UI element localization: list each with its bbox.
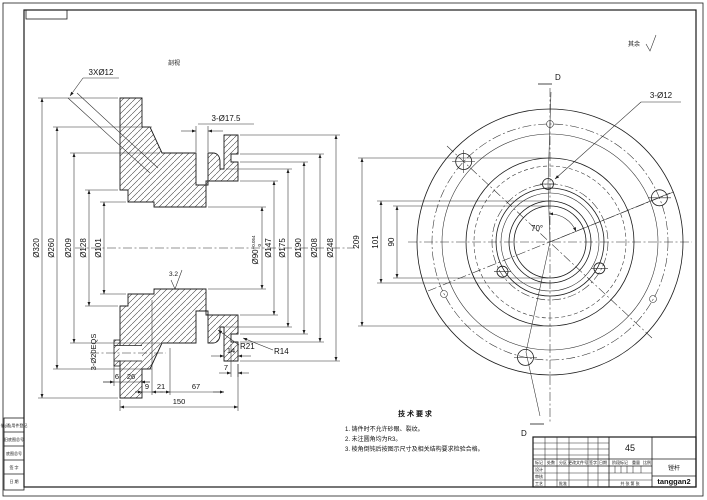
view-label: 剖视 [168,59,180,67]
section-label-top: D [555,73,561,82]
dim-90: 90 [387,237,396,246]
roughness-icon [170,269,183,290]
dim-label-3x12: 3XØ12 [89,68,114,77]
dim-r14: R14 [274,347,289,356]
part-name: 镗杆 [668,464,680,472]
dim-67: 67 [192,382,200,391]
margin-row-label: 签 字 [9,464,18,470]
margin-row-label: 借(通)用件登记 [1,422,28,428]
title-block: 标记 处数 分区 更改文件号 签字 日期 设计 审核 工艺 批准 45 阶段标记… [532,436,697,488]
leader-3-12: 3-Ø12 [554,91,681,180]
technical-notes: 技 术 要 求 1. 铸件时不允许砂眼、裂纹。 2. 未注圆角均为R3。 3. … [345,409,484,453]
d90-base: Ø90 [251,249,260,265]
large-bolt-holes [452,150,671,366]
bottom-dims: 6 26 9 21 67 14 7 [103,300,251,411]
roughness-value: 3.2 [169,271,178,278]
tb-s3: 比例 [643,459,651,465]
tb-h2: 处数 [547,459,555,465]
dim-d209: Ø209 [64,238,73,258]
section-label-bottom: D [521,429,527,438]
dim-d260: Ø260 [47,238,56,258]
d90-sub: 0 [257,243,262,246]
dim-7: 7 [224,363,228,372]
tb-h1: 标记 [535,459,543,465]
angle-dim: 70° [531,212,577,233]
tb-r2: 审核 [535,473,543,479]
oblique-hole-lines [67,92,159,174]
d90-sup: +0.054 [251,235,256,249]
margin-row-label: 旧底图总号 [4,436,24,442]
tb-r3: 工艺 [535,481,543,486]
leader-3x12: 3XØ12 [69,68,119,97]
notes-title: 技 术 要 求 [398,409,433,418]
fillet-leaders: R21 R14 [217,329,289,356]
dim-angle: 70° [531,224,543,233]
tb-h3: 分区 [559,459,567,465]
dim-holes: 3-Ø12 [650,91,673,100]
dim-d101: Ø101 [94,238,103,258]
note-line: 2. 未注圆角均为R3。 [345,435,401,443]
roughness-mark: 3.2 [169,269,183,290]
surface-finish-note: 其余 [628,34,657,52]
dim-6: 6 [115,372,119,381]
dim-d147: Ø147 [264,238,273,258]
tb-h6: 日期 [599,459,607,465]
diag-centerline-2 [446,145,653,339]
roughness-icon [645,34,657,52]
dim-r21: R21 [240,342,255,351]
note-line: 3. 棱角倒钝后按图示尺寸及相关结构要求检验合格。 [345,445,484,453]
dim-d175: Ø175 [278,238,287,258]
dim-d128: Ø128 [79,238,88,258]
section-lower-half [119,288,239,399]
margin-row-label: 底图总号 [6,450,22,456]
note-line: 1. 铸件时不允许砂眼、裂纹。 [345,425,424,433]
tb-h4: 更改文件号 [568,459,588,465]
dim-209: 209 [352,235,361,249]
section-view: 3XØ12 3-Ø17.5 Ø320 Ø260 Ø209 [32,68,355,411]
tb-r1: 设计 [535,466,543,472]
section-upper-half [119,97,239,208]
eqs-hole [90,339,166,367]
dim-d90: Ø90+0.0540 [251,235,262,265]
margin-row-label: 日 期 [9,478,18,484]
dim-26: 26 [127,372,135,381]
dim-9: 9 [145,382,149,391]
dim-150: 150 [173,397,186,406]
left-dim-stack: Ø320 Ø260 Ø209 Ø128 Ø101 3-Ø20EQS [32,97,160,399]
right-dim-stack: Ø90+0.0540 Ø147 Ø175 Ø190 Ø208 Ø248 [208,134,340,362]
dim-d208: Ø208 [310,238,319,258]
drawing-code: tanggan2 [657,477,690,486]
tb-sheet: 共 张 第 张 [620,480,639,486]
dim-21: 21 [157,382,165,391]
tb-r4: 批准 [559,480,567,486]
tb-s2: 重量 [632,459,640,465]
margin-revision-block: 借(通)用件登记 旧底图总号 底图总号 签 字 日 期 [1,417,28,491]
tb-h5: 签字 [589,459,597,465]
material-value: 45 [625,443,635,453]
front-view: D D 70° 3-Ø12 209 101 [352,73,692,438]
section-trace: D D [521,73,671,438]
surface-note-text: 其余 [628,40,640,48]
dim-eqs: 3-Ø20EQS [89,334,98,371]
dim-d248: Ø248 [326,238,335,258]
dim-d190: Ø190 [294,238,303,258]
tb-s1: 阶段标记 [612,459,628,465]
dim-101: 101 [371,235,380,249]
dim-label-3-175: 3-Ø17.5 [212,114,241,123]
dim-d320: Ø320 [32,238,41,258]
dim-3-17-5: 3-Ø17.5 [181,114,254,152]
front-linear-dims: 209 101 90 [352,157,552,327]
